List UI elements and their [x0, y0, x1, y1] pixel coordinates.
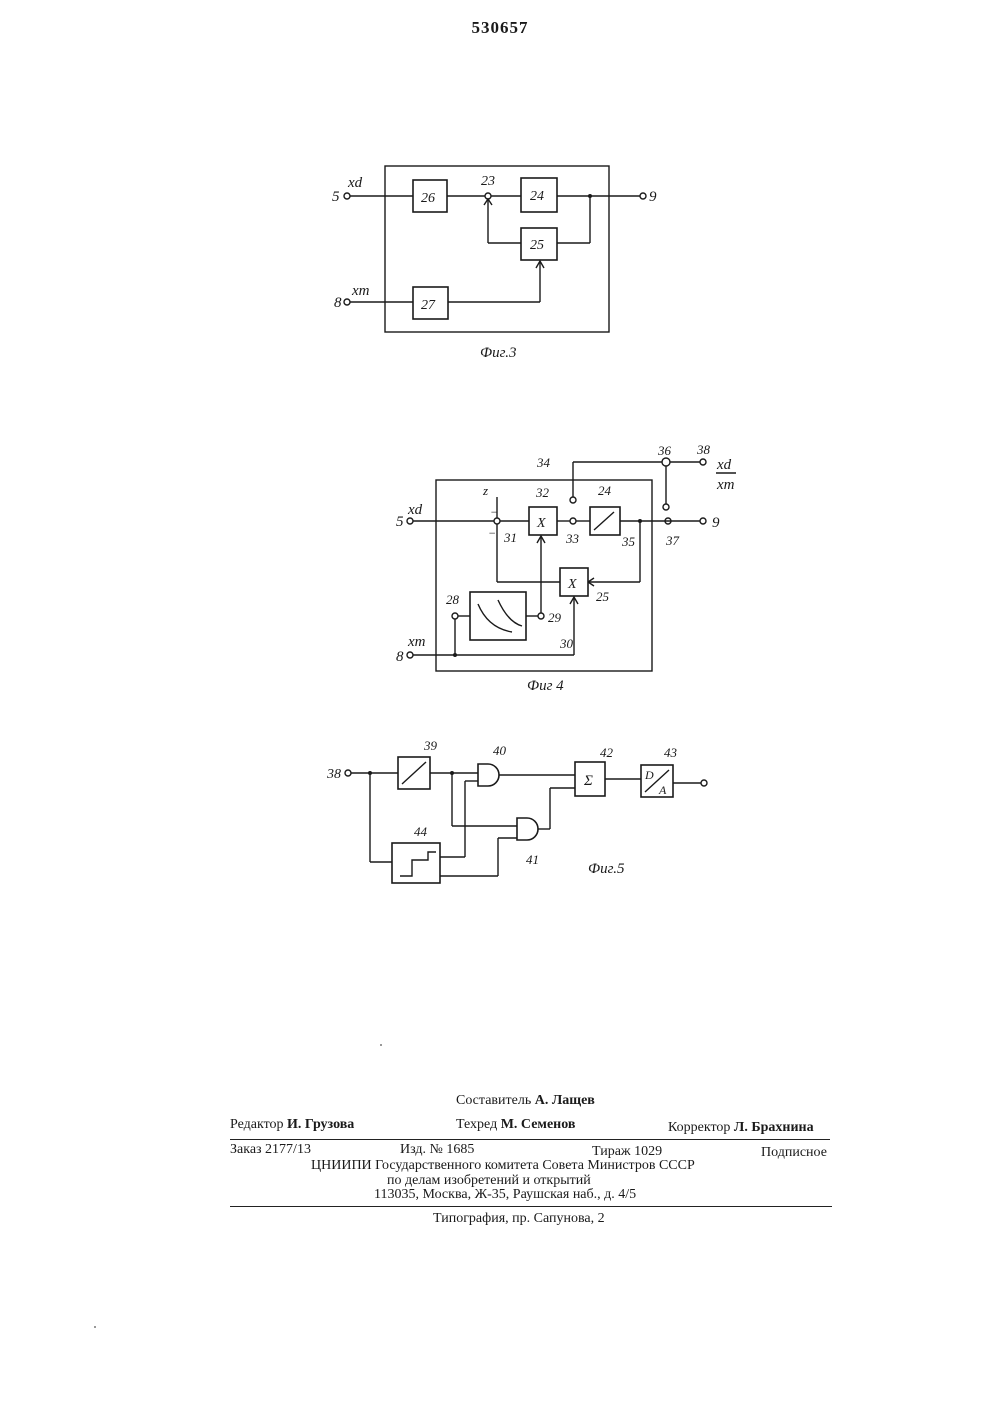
- fig5-da-bottom: A: [658, 783, 667, 797]
- corrector-label: Корректор: [668, 1120, 730, 1135]
- order-number: Заказ 2177/13: [230, 1142, 311, 1158]
- editor-line: Редактор И. Грузова: [230, 1117, 354, 1133]
- fig5-node-40-label: 40: [493, 743, 507, 758]
- fig4-output-9-terminal: [700, 518, 706, 524]
- fig4-output-38-label-xm: xm: [716, 477, 735, 493]
- fig4-node-28: [452, 613, 458, 619]
- techred-label: Техред: [456, 1117, 497, 1132]
- fig5-input-38-label: 38: [326, 767, 341, 782]
- fig3-input-8-terminal: [344, 299, 350, 305]
- fig5-caption: Фиг.5: [588, 861, 625, 877]
- compiler-line: Составитель А. Лащев: [456, 1093, 595, 1109]
- fig4-input-5-terminal: [407, 518, 413, 524]
- fig3-block-27-label: 27: [421, 298, 436, 313]
- fig4-node-28-label: 28: [446, 592, 460, 607]
- fig4-input-5-label: xd: [407, 502, 423, 518]
- fig5-output-terminal: [701, 780, 707, 786]
- fig5-node-42-label: 42: [600, 745, 614, 760]
- fig4-node-29: [538, 613, 544, 619]
- fig3-input-5-number: 5: [332, 189, 340, 205]
- fig4-node-33: [570, 518, 576, 524]
- fig4-multiplier-25-symbol: X: [567, 577, 577, 592]
- fig4-node-25-label: 25: [596, 589, 610, 604]
- fig4-output-38-terminal: [700, 459, 706, 465]
- fig5-node-43-label: 43: [664, 745, 678, 760]
- fig3-input-5-terminal: [344, 193, 350, 199]
- fig3-block-24-label: 24: [530, 189, 544, 204]
- fig5-da-top: D: [644, 768, 654, 782]
- editor-name: И. Грузова: [287, 1117, 354, 1132]
- fig4-node-32-label: 32: [535, 485, 550, 500]
- edition-number: Изд. № 1685: [400, 1142, 474, 1158]
- compiler-label: Составитель: [456, 1093, 531, 1108]
- fig4-input-8-label: xm: [407, 634, 426, 650]
- fig5-node-44-label: 44: [414, 824, 428, 839]
- printer-line: Типография, пр. Сапунова, 2: [433, 1211, 605, 1227]
- fig3-input-5-label: xd: [347, 175, 363, 191]
- fig4-output-9-label: 9: [712, 515, 720, 531]
- fig5-input-38-terminal: [345, 770, 351, 776]
- fig5-node-41-label: 41: [526, 852, 539, 867]
- svg-text:−: −: [490, 505, 498, 519]
- fig4-node-31-label: 31: [503, 530, 517, 545]
- figures-drawing: 5 xd 26 23 24 9 25 8 xm 27 Фиг.3: [0, 0, 1000, 1000]
- divider-top: [230, 1139, 830, 1140]
- fig4-input-8-number: 8: [396, 649, 404, 665]
- fig4-output-38-label-xd: xd: [716, 457, 732, 473]
- fig4-input-8-terminal: [407, 652, 413, 658]
- fig5-function-block-44: [392, 843, 440, 883]
- fig4-multiplier-32-symbol: X: [536, 516, 546, 531]
- fig5-summer-42-symbol: Σ: [583, 773, 593, 789]
- fig5-diagram: 38 39 40 Σ 42 D A 43 44: [326, 738, 707, 883]
- fig3-block-26-label: 26: [421, 191, 435, 206]
- fig4-node-30-label: 30: [559, 636, 574, 651]
- fig3-caption: Фиг.3: [480, 345, 516, 361]
- fig3-block-25-label: 25: [530, 238, 544, 253]
- fig3-input-8-number: 8: [334, 295, 342, 311]
- subscription-note: Подписное: [761, 1145, 827, 1161]
- fig4-node-29-label: 29: [548, 610, 562, 625]
- fig4-node-34-label: 34: [536, 455, 551, 470]
- scan-speck: [94, 1326, 96, 1328]
- techred-line: Техред М. Семенов: [456, 1117, 575, 1133]
- divider-bottom: [230, 1206, 832, 1207]
- fig4-node-33-label: 33: [565, 531, 580, 546]
- fig4-node-24-label: 24: [598, 483, 612, 498]
- fig3-diagram: 5 xd 26 23 24 9 25 8 xm 27 Фиг.3: [332, 166, 657, 361]
- scan-speck: [380, 1044, 382, 1046]
- fig4-caption: Фиг 4: [527, 678, 564, 694]
- org-line-1: ЦНИИПИ Государственного комитета Совета …: [311, 1158, 695, 1174]
- fig4-node-38-label: 38: [696, 442, 711, 457]
- corrector-name: Л. Брахнина: [734, 1120, 814, 1135]
- fig5-node-39-label: 39: [423, 738, 438, 753]
- fig3-output-9-label: 9: [649, 189, 657, 205]
- fig4-node-34: [570, 497, 576, 503]
- fig4-input-5-number: 5: [396, 514, 404, 530]
- fig4-diagram: 5 xd z − − 31 X 32 33 24 35 37 9 34 36: [396, 442, 736, 694]
- fig3-node-23-label: 23: [481, 174, 495, 189]
- fig4-node-36-label: 36: [657, 443, 672, 458]
- techred-name: М. Семенов: [501, 1117, 576, 1132]
- editor-label: Редактор: [230, 1117, 284, 1132]
- fig4-summing-node-36: [662, 458, 670, 466]
- fig4-z-label: z: [482, 483, 488, 498]
- org-line-3: 113035, Москва, Ж-35, Раушская наб., д. …: [374, 1187, 636, 1203]
- fig5-and-gate-40: [478, 764, 499, 786]
- corrector-line: Корректор Л. Брахнина: [668, 1120, 814, 1136]
- fig3-input-8-label: xm: [351, 283, 370, 299]
- fig4-node-37-label: 37: [665, 533, 680, 548]
- fig4-function-block-30: [470, 592, 526, 640]
- fig4-node-35-label: 35: [621, 534, 636, 549]
- fig5-and-gate-41: [517, 818, 538, 840]
- fig3-output-9-terminal: [640, 193, 646, 199]
- compiler-name: А. Лащев: [535, 1093, 595, 1108]
- svg-text:−: −: [488, 526, 496, 540]
